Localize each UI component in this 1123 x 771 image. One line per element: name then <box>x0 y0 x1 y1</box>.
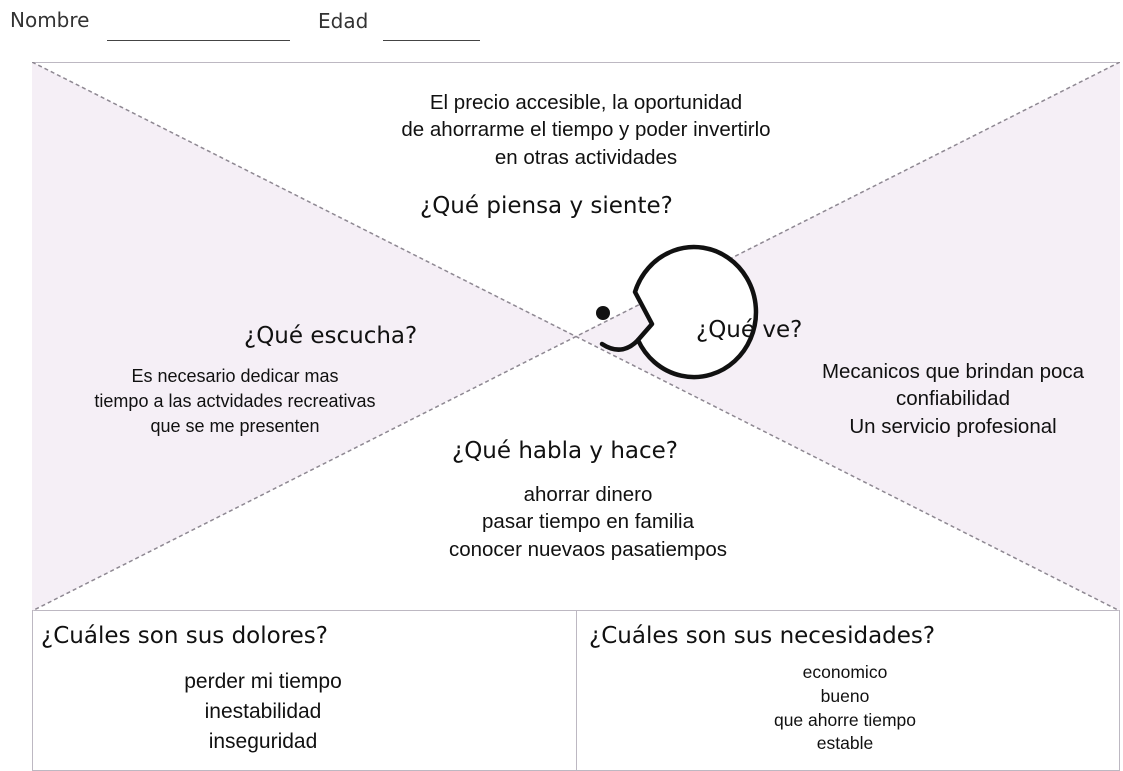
right-quadrant-fill <box>576 62 1120 611</box>
pains-item: inestabilidad <box>204 699 322 723</box>
hears-answer: Es necesario dedicar mas tiempo a las ac… <box>40 364 430 440</box>
needs-item: estable <box>816 733 874 754</box>
needs-panel: ¿Cuáles son sus necesidades? economico b… <box>576 611 1120 771</box>
needs-item: bueno <box>820 685 870 706</box>
says-does-answer-line: pasar tiempo en familia <box>482 510 694 534</box>
left-quadrant-fill <box>32 62 576 611</box>
thinks-answer-line: El precio accesible, la oportunidad <box>429 91 743 114</box>
sees-question: ¿Qué ve? <box>696 317 803 343</box>
hears-answer-line: que se me presenten <box>150 416 320 437</box>
diagonal-line-2 <box>32 62 1120 611</box>
sees-answer-line: Mecanicos que brindan poca <box>821 360 1085 383</box>
needs-list: economico bueno que ahorre tiempo establ… <box>705 661 985 756</box>
thinks-answer-line: de ahorrarme el tiempo y poder invertirl… <box>401 118 771 142</box>
sees-answer-line: confiabilidad <box>896 387 1010 411</box>
says-does-answer-line: ahorrar dinero <box>523 483 653 506</box>
pains-list: perder mi tiempo inestabilidad insegurid… <box>123 667 403 756</box>
hears-question: ¿Qué escucha? <box>244 323 418 349</box>
sees-answer-line: Un servicio profesional <box>849 414 1057 438</box>
face-eye <box>596 306 610 320</box>
age-field[interactable] <box>383 40 480 41</box>
pains-item: inseguridad <box>208 729 318 753</box>
says-does-question: ¿Qué habla y hace? <box>452 438 679 464</box>
thinks-question: ¿Qué piensa y siente? <box>420 193 673 219</box>
empathy-map-diagram <box>32 62 1120 611</box>
says-does-answer-line: conocer nuevaos pasatiempos <box>448 537 728 561</box>
pains-panel: ¿Cuáles son sus dolores? perder mi tiemp… <box>32 611 577 771</box>
needs-title: ¿Cuáles son sus necesidades? <box>589 623 936 649</box>
needs-item: economico <box>802 662 888 682</box>
name-label: Nombre <box>10 8 90 32</box>
hears-answer-line: Es necesario dedicar mas <box>131 366 339 386</box>
says-does-answer: ahorrar dinero pasar tiempo en familia c… <box>400 481 776 563</box>
pains-item: perder mi tiempo <box>184 670 342 693</box>
face-smile <box>599 337 641 352</box>
needs-item: que ahorre tiempo <box>773 709 917 730</box>
pains-title: ¿Cuáles son sus dolores? <box>41 623 328 649</box>
thinks-answer-line: en otras actividades <box>494 145 678 169</box>
thinks-answer: El precio accesible, la oportunidad de a… <box>330 89 842 171</box>
sees-answer: Mecanicos que brindan poca confiabilidad… <box>780 358 1123 440</box>
name-field[interactable] <box>107 40 290 41</box>
face-icon <box>596 244 759 380</box>
age-label: Edad <box>318 9 369 33</box>
hears-answer-line: tiempo a las actvidades recreativas <box>94 391 376 412</box>
